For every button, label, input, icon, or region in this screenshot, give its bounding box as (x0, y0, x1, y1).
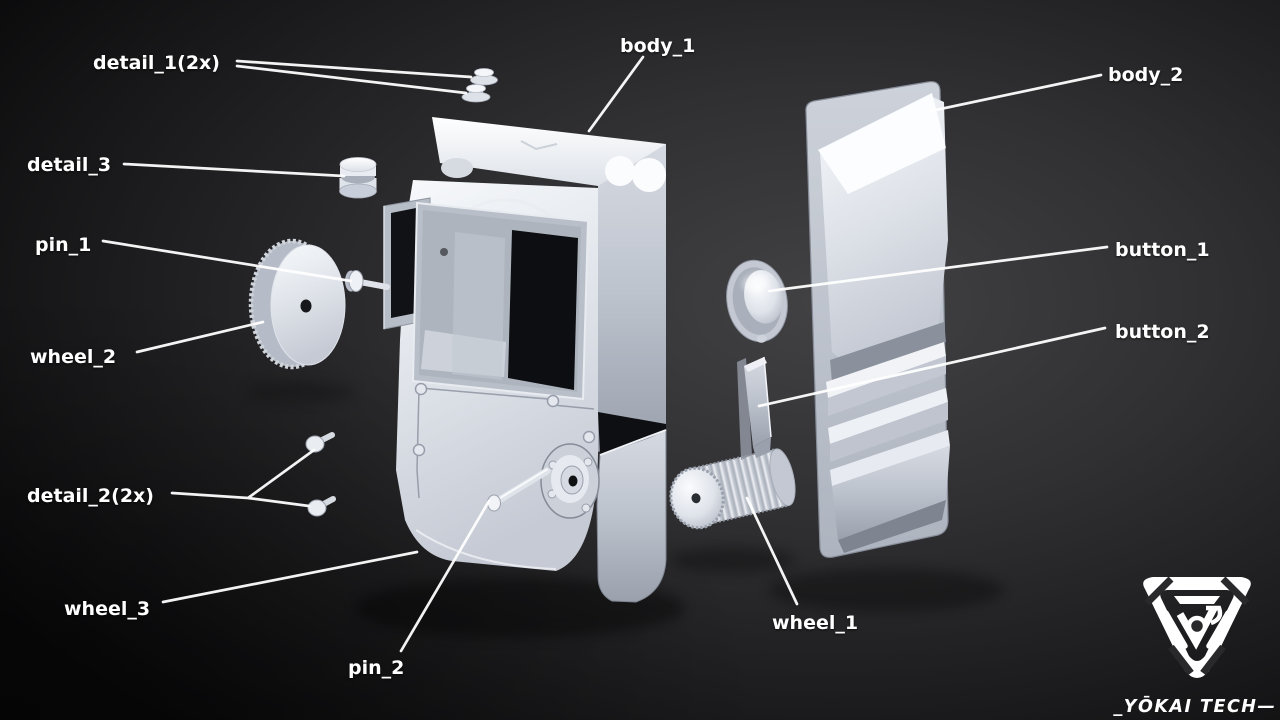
crank-plate (540, 443, 600, 519)
leader-detail-3 (122, 162, 346, 178)
label-wheel-3: wheel_3 (64, 598, 150, 620)
leader-pin-1 (101, 239, 353, 283)
part-wheel-1 (669, 447, 796, 530)
leader-button-2 (757, 326, 1107, 408)
part-detail-2a (305, 432, 335, 453)
label-button-1: button_1 (1115, 239, 1210, 261)
part-body-1 (383, 117, 667, 603)
label-body-2: body_2 (1108, 64, 1183, 86)
label-pin-1: pin_1 (35, 234, 91, 256)
part-detail-1a (470, 68, 498, 86)
part-detail-2b (307, 496, 336, 517)
label-button-2: button_2 (1115, 321, 1210, 343)
leader-detail-2 (170, 448, 316, 508)
leader-body-1 (587, 55, 645, 133)
part-button-1 (726, 259, 788, 343)
leader-wheel-2 (135, 320, 265, 354)
leader-detail-1 (235, 59, 473, 95)
yokai-tech-emblem-icon (1143, 576, 1251, 678)
wheel-1-axle-hole (691, 493, 701, 504)
leader-wheel-1 (745, 496, 799, 606)
label-detail-1: detail_1(2x) (93, 52, 220, 74)
label-detail-2: detail_2(2x) (27, 485, 154, 507)
label-wheel-1: wheel_1 (772, 612, 858, 634)
leader-wheel-3 (161, 550, 419, 604)
leader-button-1 (767, 245, 1109, 293)
label-pin-2: pin_2 (348, 657, 404, 679)
part-button-2 (737, 356, 772, 460)
part-body-2 (805, 81, 950, 558)
part-labels: detail_1(2x) detail_3 pin_1 wheel_2 deta… (27, 35, 1210, 679)
part-pin-2 (487, 467, 551, 512)
leader-lines (101, 55, 1109, 653)
plate-hole (568, 475, 578, 487)
wheel-2-axle-hole (300, 299, 312, 313)
window-inner-hole (440, 248, 448, 256)
yokai-tech-wordmark: _YŌKAI TECH— (1113, 695, 1277, 717)
part-wheel-2 (248, 238, 346, 370)
panel-screws (412, 382, 596, 457)
part-detail-1b (461, 84, 491, 103)
window-opening (508, 230, 578, 390)
label-detail-3: detail_3 (27, 154, 111, 176)
yokai-tech-logo: _YŌKAI TECH— (1113, 576, 1277, 717)
label-body-1: body_1 (620, 35, 695, 57)
part-detail-3 (339, 157, 377, 199)
label-wheel-2: wheel_2 (30, 346, 116, 368)
leader-pin-2 (399, 499, 491, 653)
leader-body-2 (929, 73, 1103, 113)
